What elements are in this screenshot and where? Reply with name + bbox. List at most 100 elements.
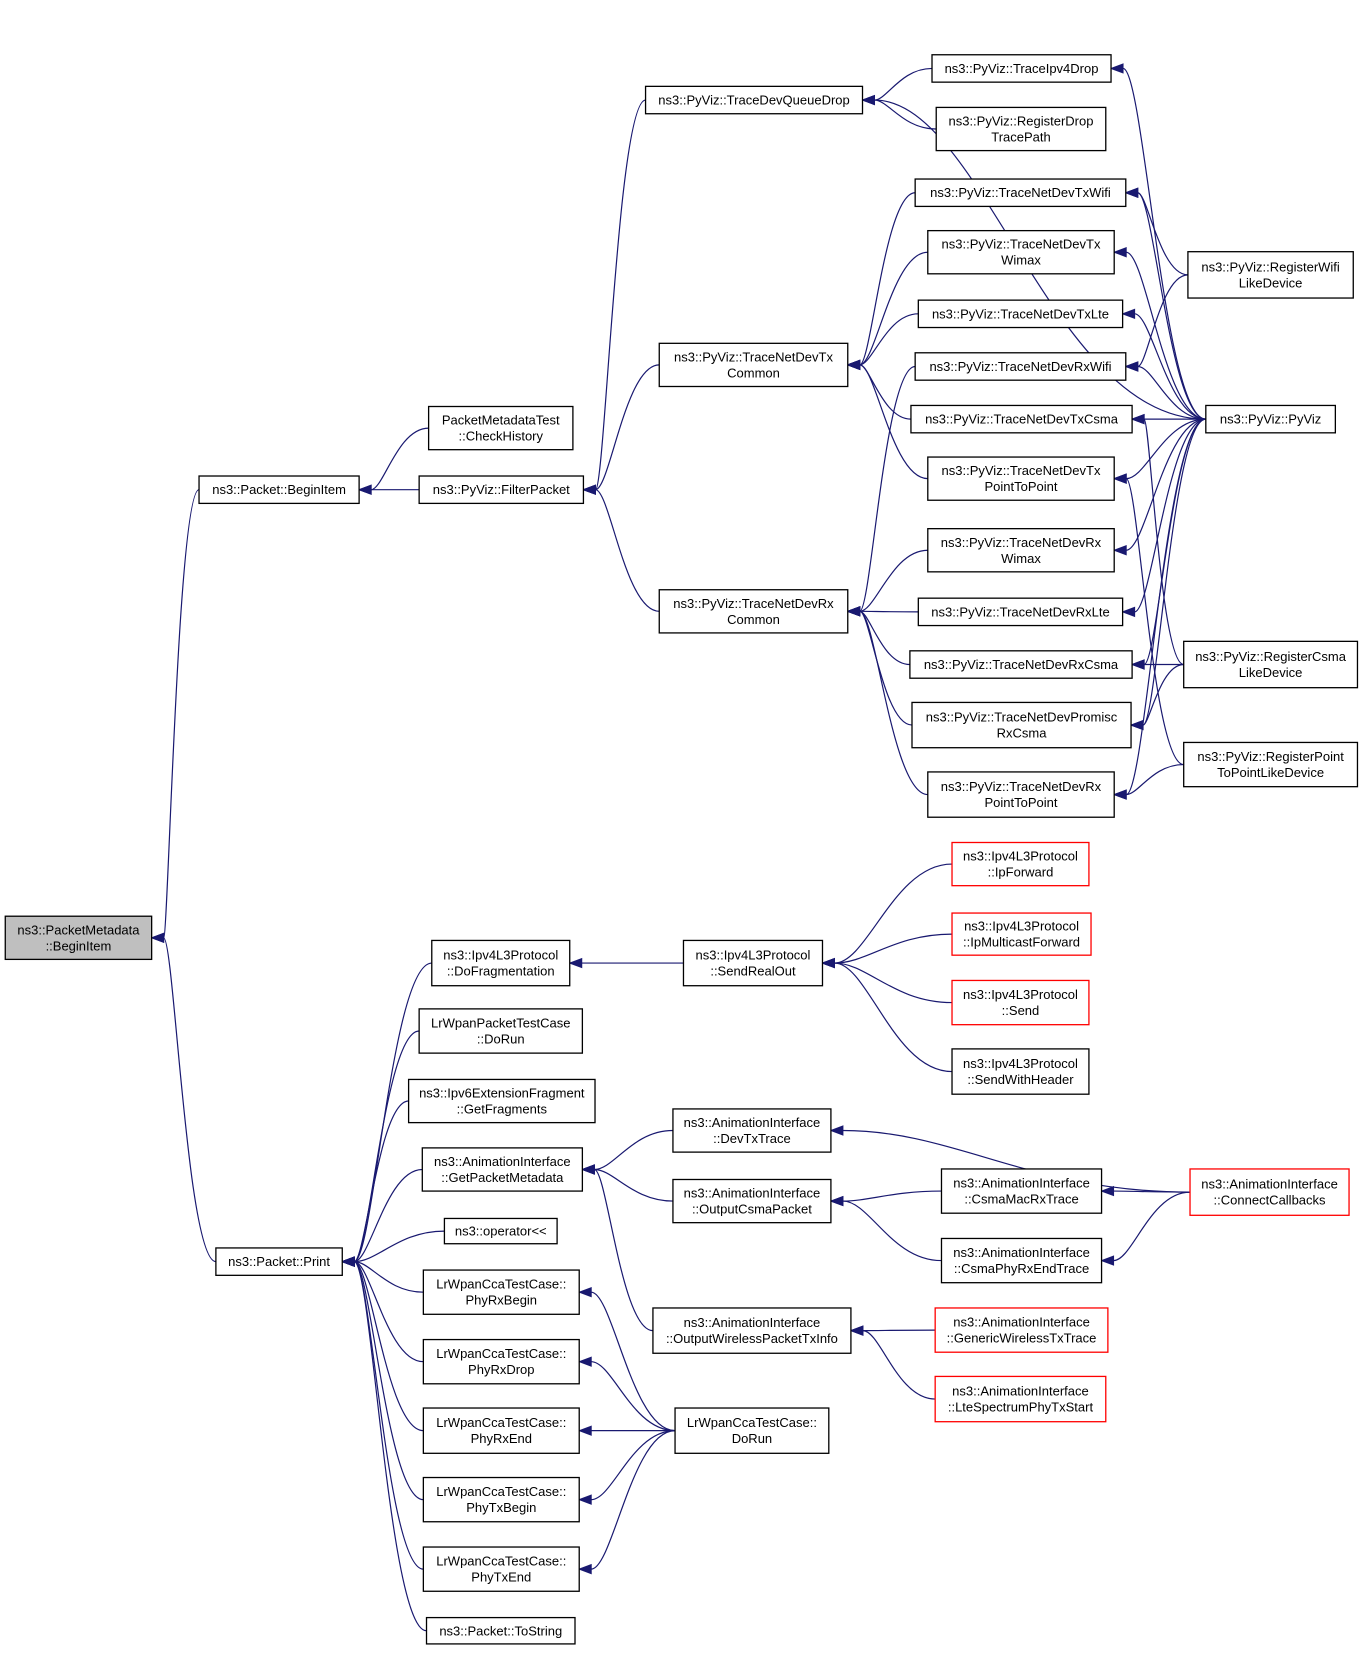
node-tx-wifi[interactable]: ns3::PyViz::TraceNetDevTxWifi <box>914 178 1127 208</box>
node-pkt-beginitem[interactable]: ns3::Packet::BeginItem <box>198 475 360 505</box>
node-box <box>427 405 574 451</box>
node-cca-dorun[interactable]: LrWpanCcaTestCase::DoRun <box>674 1407 830 1454</box>
node-label: ::OutputCsmaPacket <box>692 1202 812 1217</box>
node-rx-wifi[interactable]: ns3::PyViz::TraceNetDevRxWifi <box>914 352 1127 381</box>
node-ipv4-sendrealout[interactable]: ns3::Ipv4L3Protocol::SendRealOut <box>682 939 824 987</box>
edge-anim-ltespectrum-to-anim-outputwireless <box>849 1325 936 1400</box>
node-pkt-print[interactable]: ns3::Packet::Print <box>215 1247 343 1276</box>
edge-line <box>859 365 916 612</box>
node-box <box>418 475 585 505</box>
node-label: ::DoRun <box>477 1032 525 1047</box>
node-box <box>934 1375 1107 1423</box>
edge-line <box>842 1190 942 1202</box>
edge-pyviz-to-rx-wimax <box>1112 418 1206 556</box>
edge-line <box>874 67 933 101</box>
edge-register-p2p-to-tx-p2p <box>1112 473 1184 766</box>
node-ipv4-dofrag[interactable]: ns3::Ipv4L3Protocol::DoFragmentation <box>431 939 571 987</box>
node-cca-phyrxbegin[interactable]: LrWpanCcaTestCase::PhyRxBegin <box>422 1269 580 1315</box>
node-anim-getpacketmetadata[interactable]: ns3::AnimationInterface::GetPacketMetada… <box>421 1147 584 1192</box>
node-ipv4-sendwithheader[interactable]: ns3::Ipv4L3Protocol::SendWithHeader <box>951 1048 1090 1095</box>
node-cca-phyrxend[interactable]: LrWpanCcaTestCase::PhyRxEnd <box>422 1407 580 1454</box>
node-label: ns3::AnimationInterface <box>952 1384 1089 1399</box>
node-ns3-operator[interactable]: ns3::operator<< <box>443 1217 558 1245</box>
node-tracedevqueuedrop[interactable]: ns3::PyViz::TraceDevQueueDrop <box>644 85 864 115</box>
node-tx-csma[interactable]: ns3::PyViz::TraceNetDevTxCsma <box>910 404 1133 434</box>
edge-register-csma-to-promisc-rx-csma <box>1129 663 1184 731</box>
node-box <box>4 915 153 961</box>
node-pyviz-filterpacket[interactable]: ns3::PyViz::FilterPacket <box>418 475 585 505</box>
node-anim-csmamacrxtrace[interactable]: ns3::AnimationInterface::CsmaMacRxTrace <box>940 1168 1103 1214</box>
node-register-p2p[interactable]: ns3::PyViz::RegisterPointToPointLikeDevi… <box>1183 741 1359 788</box>
node-anim-outputwireless[interactable]: ns3::AnimationInterface::OutputWirelessP… <box>652 1307 852 1354</box>
edge-cca-phyrxend-to-pkt-print <box>340 1256 424 1432</box>
node-pkt-tostring[interactable]: ns3::Packet::ToString <box>425 1616 576 1645</box>
node-cca-phytxend[interactable]: LrWpanCcaTestCase::PhyTxEnd <box>422 1546 580 1592</box>
edge-anim-devtxtrace-to-anim-getpacketmetadata <box>580 1129 673 1175</box>
edge-rx-wimax-to-rx-common <box>846 549 928 617</box>
node-tx-lte[interactable]: ns3::PyViz::TraceNetDevTxLte <box>917 299 1124 329</box>
arrow-head-icon <box>1112 473 1127 484</box>
graph-nodes: ns3::PacketMetadata::BeginItemns3::Packe… <box>4 54 1359 1645</box>
node-label: PointToPoint <box>984 479 1057 494</box>
edge-line <box>1134 313 1206 420</box>
node-label: ::Send <box>1002 1003 1040 1018</box>
node-ipv4-send[interactable]: ns3::Ipv4L3Protocol::Send <box>951 979 1090 1026</box>
node-label: ns3::AnimationInterface <box>953 1176 1090 1191</box>
node-ipv6-getfragments[interactable]: ns3::Ipv6ExtensionFragment::GetFragments <box>407 1078 596 1124</box>
node-cca-phytxbegin[interactable]: LrWpanCcaTestCase::PhyTxBegin <box>422 1476 580 1523</box>
graph-edges <box>150 63 1206 1632</box>
node-label: ns3::PyViz::RegisterCsma <box>1195 649 1347 664</box>
node-lrwpan-packet-dorun[interactable]: LrWpanPacketTestCase::DoRun <box>418 1008 584 1054</box>
arrow-head-icon <box>577 1563 592 1575</box>
edge-cca-dorun-to-cca-phytxend <box>577 1430 676 1575</box>
node-label: LrWpanPacketTestCase <box>431 1016 570 1031</box>
node-cca-phyrxdrop[interactable]: LrWpanCcaTestCase::PhyRxDrop <box>422 1338 580 1385</box>
node-box <box>1205 404 1337 434</box>
node-traceipv4drop[interactable]: ns3::PyViz::TraceIpv4Drop <box>931 54 1112 83</box>
arrow-head-icon <box>1100 1185 1115 1197</box>
node-label: ns3::Ipv6ExtensionFragment <box>419 1086 585 1101</box>
node-rx-lte[interactable]: ns3::PyViz::TraceNetDevRxLte <box>917 597 1124 627</box>
node-anim-csmaphyrxendtrace[interactable]: ns3::AnimationInterface::CsmaPhyRxEndTra… <box>940 1237 1103 1284</box>
node-ipv4-ipmcastfwd[interactable]: ns3::Ipv4L3Protocol::IpMulticastForward <box>951 912 1092 956</box>
node-ipv4-ipforward[interactable]: ns3::Ipv4L3Protocol::IpForward <box>951 841 1090 887</box>
arrow-head-icon <box>577 1494 592 1505</box>
edge-tx-csma-to-tx-common <box>846 359 911 420</box>
node-anim-devtxtrace[interactable]: ns3::AnimationInterface::DevTxTrace <box>672 1108 832 1153</box>
node-label: TracePath <box>991 130 1051 145</box>
arrow-head-icon <box>577 1286 592 1298</box>
edge-line <box>370 427 429 491</box>
node-pm-beginitem[interactable]: ns3::PacketMetadata::BeginItem <box>4 915 153 961</box>
node-anim-genericwireless[interactable]: ns3::AnimationInterface::GenericWireless… <box>934 1307 1109 1353</box>
node-label: ns3::PyViz::PyViz <box>1220 412 1321 427</box>
node-anim-connectcallbacks[interactable]: ns3::AnimationInterface::ConnectCallback… <box>1189 1168 1350 1216</box>
node-pmt-checkhistory[interactable]: PacketMetadataTest::CheckHistory <box>427 405 574 451</box>
node-box <box>909 650 1133 679</box>
node-anim-ltespectrum[interactable]: ns3::AnimationInterface::LteSpectrumPhyT… <box>934 1375 1107 1423</box>
node-label: ns3::AnimationInterface <box>953 1315 1090 1330</box>
edge-line <box>1113 1190 1191 1193</box>
node-rx-csma[interactable]: ns3::PyViz::TraceNetDevRxCsma <box>909 650 1133 679</box>
edge-pyviz-to-traceipv4drop <box>1109 63 1206 420</box>
node-anim-outputcsmapacket[interactable]: ns3::AnimationInterface::OutputCsmaPacke… <box>672 1178 832 1224</box>
node-pyviz[interactable]: ns3::PyViz::PyViz <box>1205 404 1337 434</box>
edge-anim-connectcallbacks-to-anim-devtxtrace <box>829 1125 1191 1193</box>
edge-tx-common-to-pyviz-filterpacket <box>582 364 660 495</box>
edge-line <box>842 1200 942 1262</box>
node-label: ns3::AnimationInterface <box>684 1115 821 1130</box>
node-label: ns3::Ipv4L3Protocol <box>443 948 558 963</box>
edge-line <box>353 1030 420 1263</box>
node-box <box>1183 640 1359 689</box>
node-box <box>927 229 1115 275</box>
node-label: ::LteSpectrumPhyTxStart <box>948 1400 1094 1415</box>
